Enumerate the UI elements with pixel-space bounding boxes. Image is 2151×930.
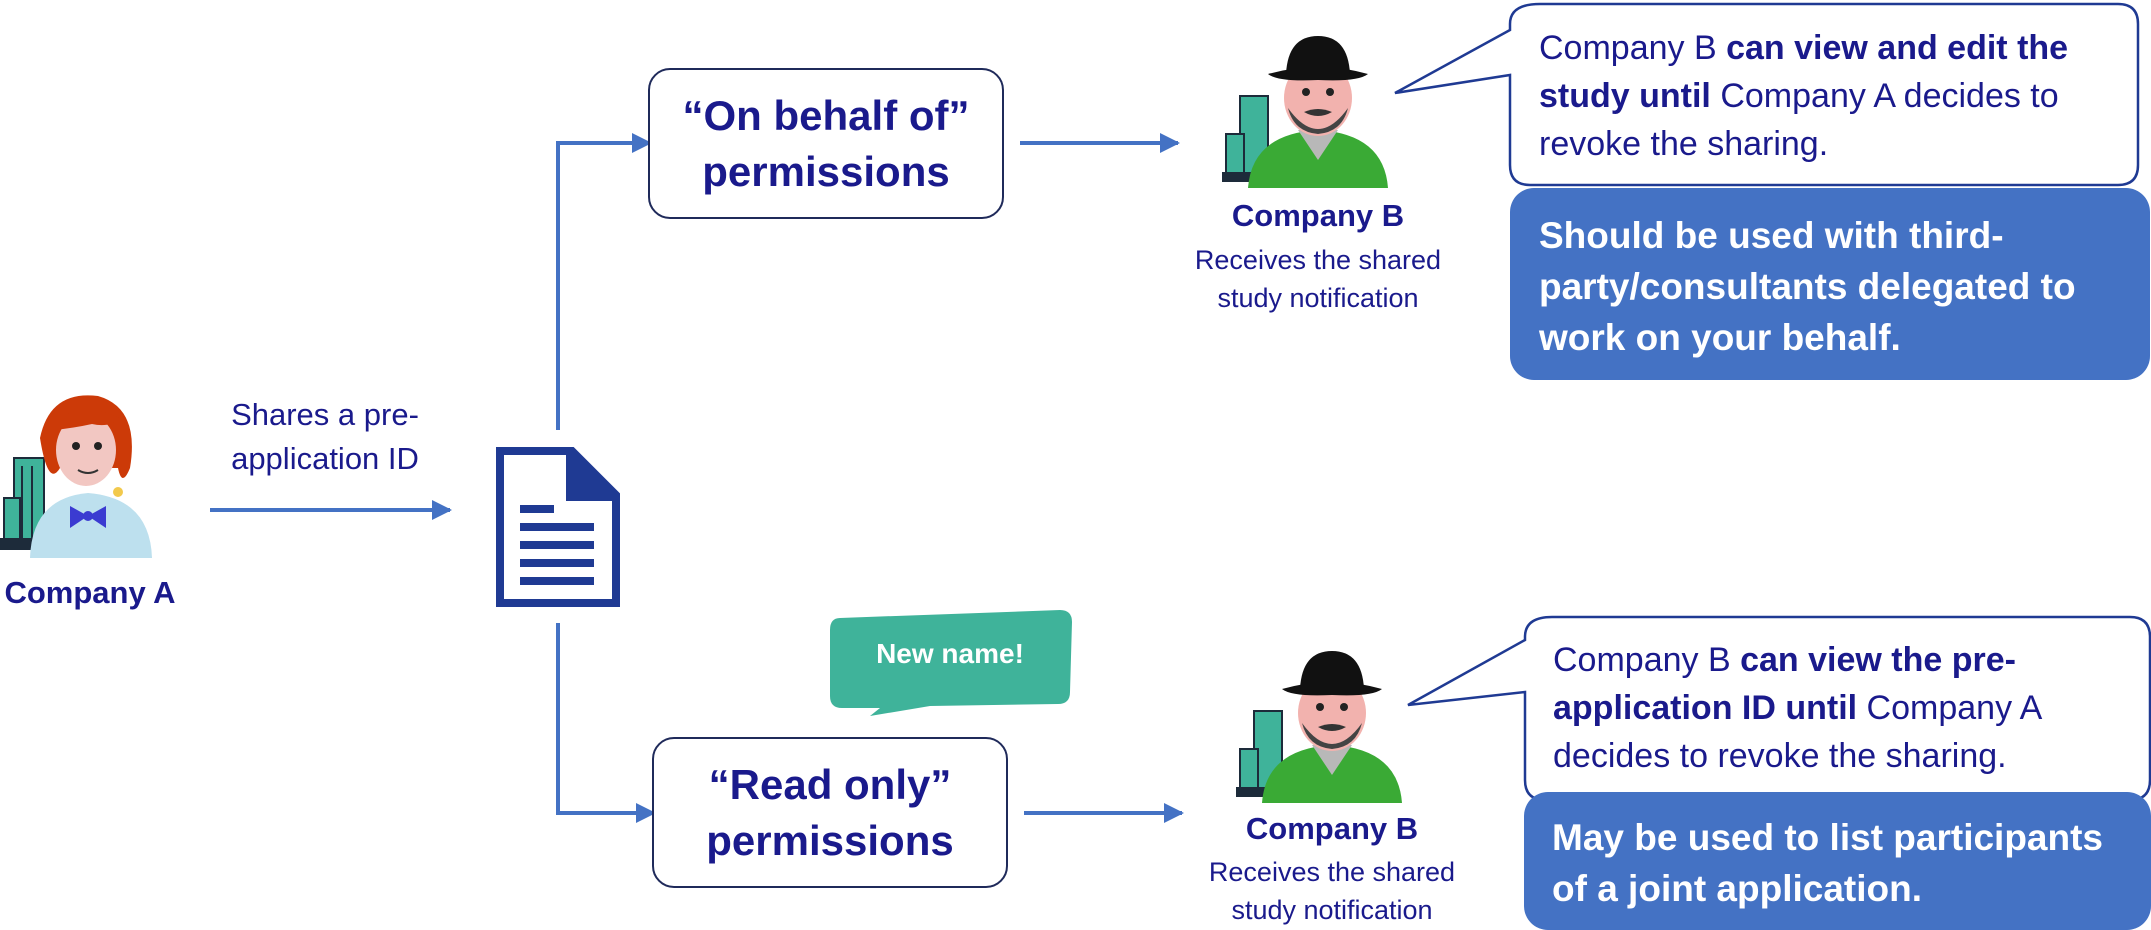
top-note-line3: work on your behalf. (1539, 317, 1901, 358)
man-with-hat-and-building-icon (1222, 36, 1388, 188)
company-b-bottom-sub-line1: Receives the shared (1208, 857, 1456, 887)
branch-up-arrow (556, 133, 652, 430)
man-with-hat-and-building-icon (1236, 651, 1402, 803)
share-label-line2: application ID (231, 441, 419, 476)
top-usage-note: Should be used with third- party/consult… (1510, 188, 2150, 380)
branch-down-arrow (556, 623, 656, 823)
top-callout-text: Company B can view and edit the study un… (1539, 24, 2129, 168)
bottom-callout-l2b: Company A (1857, 689, 2043, 727)
company-b-bottom-sub-line2: study notification (1231, 895, 1433, 925)
company-a-figure (0, 388, 160, 563)
top-callout-l2b: Company A decides to (1710, 77, 2059, 115)
top-callout-l1a: Company B (1539, 29, 1727, 67)
new-name-badge-shape (830, 610, 1072, 716)
bottom-callout-l3: decides to revoke the sharing. (1553, 737, 2007, 775)
bottom-callout-l1a: Company B (1553, 641, 1741, 679)
bottom-callout-l2a: application ID until (1553, 689, 1858, 727)
company-a-label: Company A (4, 575, 176, 610)
read-only-subtitle: permissions (706, 816, 954, 864)
company-b-top-sub-line1: Receives the shared (1194, 245, 1442, 275)
company-b-bottom-figure (1232, 645, 1412, 805)
bottom-callout-text: Company B can view the pre- application … (1553, 636, 2143, 780)
company-b-top-subtext: Receives the shared study notification (1168, 241, 1468, 317)
bottom-usage-note: May be used to list participants of a jo… (1524, 792, 2151, 930)
top-note-line2: party/consultants delegated to (1539, 266, 2076, 307)
document-icon (496, 447, 620, 607)
company-b-bottom-subtext: Receives the shared study notification (1182, 853, 1482, 929)
top-callout-l1b: can view and edit the (1726, 29, 2069, 67)
bottom-note-line2: of a joint application. (1552, 868, 1922, 909)
top-note-line1: Should be used with third- (1539, 215, 2004, 256)
company-b-top-figure (1218, 30, 1398, 190)
company-b-top-sub-line2: study notification (1217, 283, 1419, 313)
top-callout-l3: revoke the sharing. (1539, 125, 1829, 163)
company-b-top-label: Company B (1231, 198, 1405, 233)
read-only-permissions-box: “Read only” permissions (652, 737, 1008, 888)
bottom-callout-l1b: can view the pre- (1740, 641, 2016, 679)
read-only-title: “Read only” (708, 760, 952, 808)
top-callout-l2a: study until (1539, 77, 1711, 115)
top-callout-bubble (1394, 2, 2140, 187)
on-behalf-of-subtitle: permissions (702, 147, 950, 195)
woman-with-building-icon (0, 395, 152, 558)
bottom-note-line1: May be used to list participants (1552, 817, 2104, 858)
new-name-badge: New name! (876, 638, 1024, 669)
on-behalf-of-title: “On behalf of” (682, 91, 970, 139)
company-b-bottom-label: Company B (1245, 811, 1419, 846)
share-label-line1: Shares a pre- (231, 397, 419, 432)
share-label: Shares a pre- application ID (200, 393, 450, 481)
on-behalf-of-permissions-box: “On behalf of” permissions (648, 68, 1004, 219)
